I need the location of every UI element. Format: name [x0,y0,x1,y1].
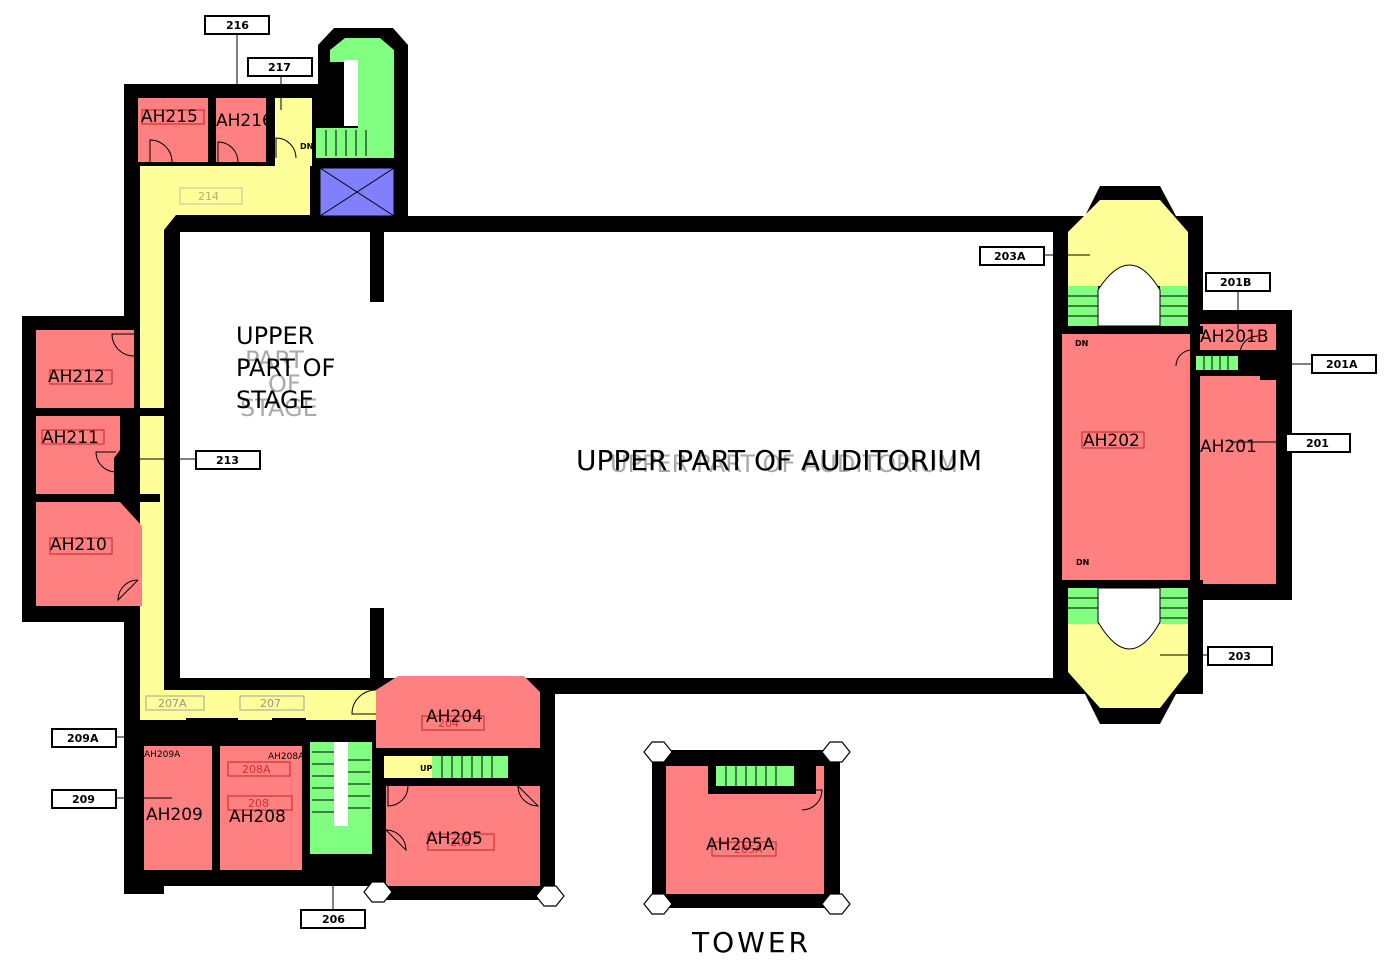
ref-214: 214 [198,190,219,203]
callouts: 216 217 213 209A 209 206 203A 201B 201A … [51,15,1377,929]
label-ah201b: AH201B [1200,327,1269,347]
doors [95,137,1259,852]
callout-203a: 203A [994,250,1026,263]
stair-dn-east-lower: DN [1076,558,1089,567]
stage-label-3: STAGE [236,386,314,414]
callout-209a: 209A [67,732,99,745]
callout-216: 216 [226,19,249,32]
auditorium-ghost: UPPER PART OF AUDITORIUM [610,450,958,478]
label-ah207a: AH207A [201,730,238,740]
callout-213: 213 [216,454,239,467]
label-ah211: AH211 [42,428,99,448]
label-ah208: AH208 [229,807,286,827]
ref-207: 207 [260,697,281,710]
auditorium-space [180,232,1053,678]
stair-up-ah204: UP [420,764,432,773]
stage-ghost-1: PART [245,346,304,374]
callout-209: 209 [72,793,95,806]
ref-204: 204 [438,717,459,730]
ref-205: 205 [450,836,471,849]
label-ah216: AH216 [216,111,273,131]
tower-label: TOWER [691,926,811,959]
label-ah208a: AH208A [268,752,305,762]
label-ah205: AH205 [426,829,483,849]
stair-dn-sw: DN [316,731,329,740]
ref-207a: 207A [158,697,187,710]
stairs [310,38,1238,854]
ref-208: 208 [248,797,269,810]
ref-205a: 205A [734,843,763,856]
corridors [138,98,1188,780]
label-ah209a: AH209A [144,750,181,760]
callout-203: 203 [1228,650,1251,663]
callout-201b: 201B [1220,276,1251,289]
label-ah205a: AH205A [706,835,775,855]
label-ah209: AH209 [146,805,203,825]
tower-buttresses [363,741,851,915]
label-ah204: AH204 [426,707,483,727]
callout-201a: 201A [1326,358,1358,371]
stage-label-1: UPPER [236,322,314,350]
stair-dn-nw: DN [300,142,313,151]
stair-notes: DN DN UP DN DN DN [300,142,1089,782]
label-ah210: AH210 [50,535,107,555]
stage-ghost-2: OF [268,370,301,398]
label-ah201: AH201 [1200,437,1257,457]
stage-ghost-3: STAGE [240,394,318,422]
label-ah212: AH212 [48,367,105,387]
callout-206: 206 [322,913,345,926]
callout-217: 217 [268,61,291,74]
label-ah215: AH215 [141,107,198,127]
area-labels: PART OF STAGE UPPER PART OF STAGE UPPER … [236,322,982,959]
room-reference-boxes: 214 207A 207 208A 208 204 205 205A [41,109,1145,857]
room-labels: AH215 AH216 AH212 AH211 AH210 AH209A AH2… [42,107,1269,855]
auditorium-label: UPPER PART OF AUDITORIUM [576,444,982,477]
stair-dn-east-upper: DN [1075,339,1088,348]
label-ah202: AH202 [1083,431,1140,451]
stair-dn-tower: DN [798,773,811,782]
callout-201: 201 [1306,437,1329,450]
ref-208a: 208A [242,763,271,776]
stage-label-2: PART OF [236,354,335,382]
